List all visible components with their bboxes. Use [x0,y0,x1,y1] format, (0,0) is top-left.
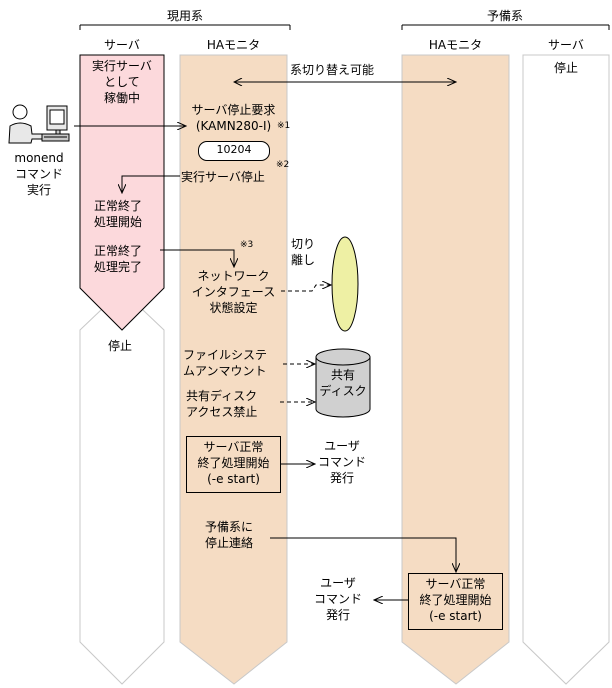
exec-server-stop-label: 実行サーバ停止 [181,170,265,184]
active-server-header: サーバ [104,38,140,52]
running-as-exec-server: 実行サーバ として 稼働中 [92,59,152,105]
network-setting-label: ネットワーク インタフェース 状態設定 [191,269,276,315]
standby-user-cmd-text: サーバ正常 終了処理開始 (-e start) [419,577,492,623]
active-system-bracket [79,24,291,30]
active-ha-header: HAモニタ [206,38,261,52]
standby-ha-lane [401,54,510,685]
detach-arrow [281,285,331,292]
detach-label: 切り 離し [291,237,316,267]
standby-ha-header: HAモニタ [428,38,483,52]
active-system-label: 現用系 [166,9,203,23]
active-user-cmd-issue: ユーザ コマンド 発行 [317,439,366,485]
standby-user-cmd-box [408,573,503,630]
normal-end-done: 正常終了 処理完了 [94,244,143,274]
stop-request-label: サーバ停止要求 (KAMN280-I) [191,103,276,133]
shared-disk-label: 共有 ディスク [319,368,367,398]
exec-server-stop-note: ※2 [276,160,290,170]
standby-user-cmd-issue: ユーザ コマンド 発行 [313,576,362,622]
standby-server-header: サーバ [548,38,584,52]
stop-request-note: ※1 [277,121,291,131]
standby-system-label: 予備系 [486,9,523,23]
disk-access-ban-label: 共有ディスク アクセス禁止 [186,389,258,419]
done-note: ※3 [240,240,254,250]
active-server-stopped: 停止 [108,339,133,353]
active-ha-lane [179,54,288,685]
active-user-cmd-text: サーバ正常 終了処理開始 (-e start) [197,440,270,486]
message-code-pill: 10204 [198,141,270,161]
exec-stop-arrow [122,175,180,193]
standby-server-lane [522,54,610,685]
monend-command-label: monend コマンド 実行 [14,151,64,197]
notify-standby-arrow [270,537,456,572]
operator-at-terminal-icon [8,104,70,144]
standby-system-bracket [401,24,610,30]
detach-target-ellipse [331,236,359,332]
standby-server-stopped: 停止 [553,61,578,75]
switchable-label: 系切り替え可能 [290,63,375,77]
shared-disk-icon [315,348,371,418]
filesystem-unmount-label: ファイルシステ ムアンマウント [183,348,268,378]
active-user-cmd-box [186,436,281,493]
done-to-network-arrow [160,249,234,267]
notify-standby-label: 予備系に 停止連絡 [205,520,254,550]
normal-end-start: 正常終了 処理開始 [94,199,143,229]
